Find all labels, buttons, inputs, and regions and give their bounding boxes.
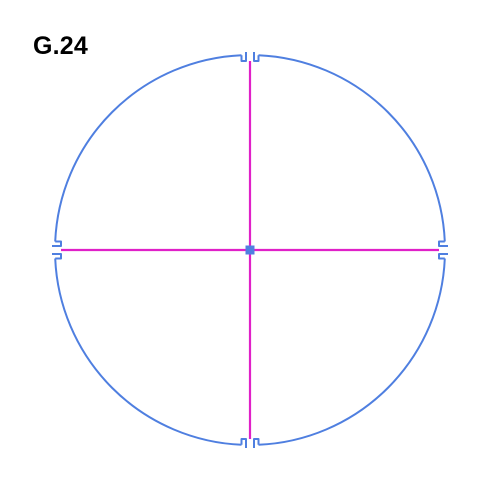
notch-left	[52, 240, 62, 260]
center-marker	[245, 245, 255, 255]
ring-arc-bottom-right	[258, 258, 446, 446]
ring-arc-top-right	[258, 54, 446, 242]
diagram-label: G.24	[33, 32, 88, 60]
notch-bottom	[240, 438, 260, 448]
notch-right	[438, 240, 448, 260]
notch-top	[240, 52, 260, 62]
ring-arc-top-left	[54, 54, 242, 242]
outer-ring	[52, 52, 448, 448]
ring-arc-bottom-left	[54, 258, 242, 446]
